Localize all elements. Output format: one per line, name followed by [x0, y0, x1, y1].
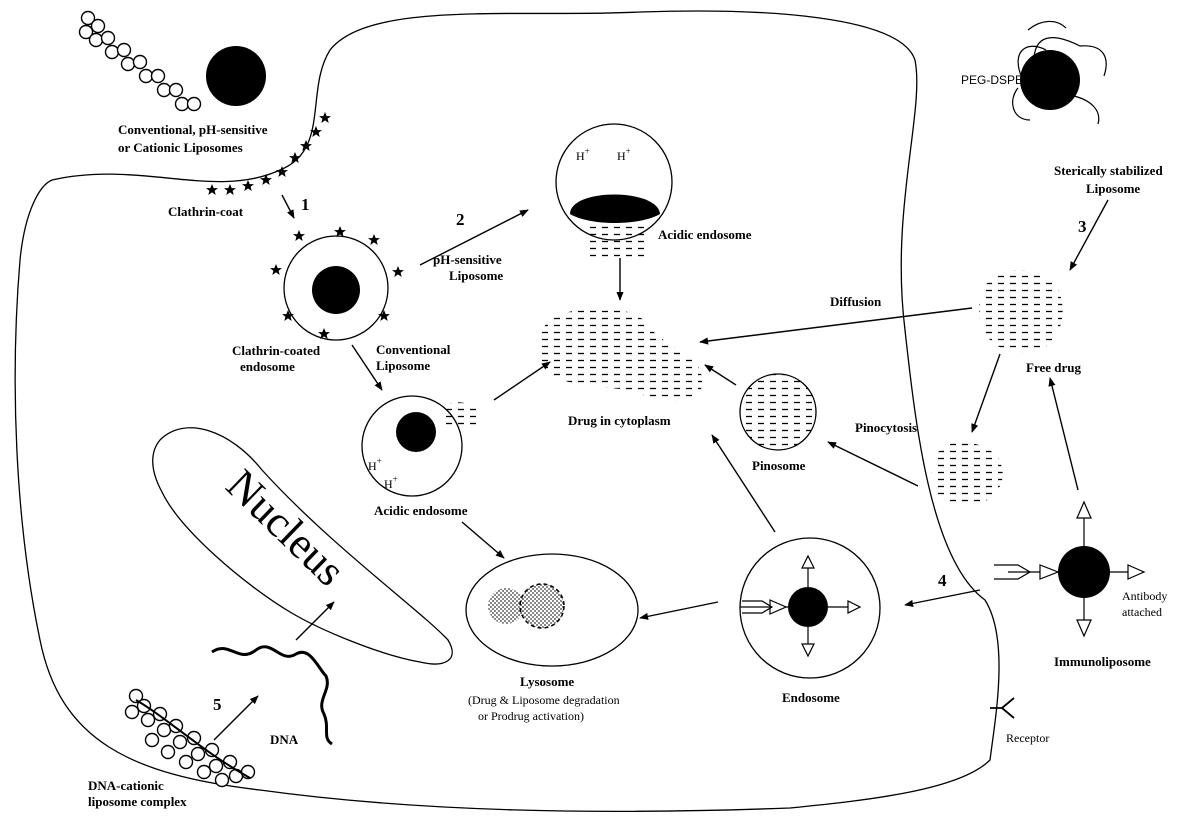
label-dna-complex-2: liposome complex	[88, 794, 187, 809]
label-conv-ph-cationic-2: or Cationic Liposomes	[118, 140, 243, 155]
nucleus	[152, 427, 453, 665]
label-conv-liposome-1: Conventional	[376, 342, 451, 357]
h-plus-4: H+	[384, 474, 398, 491]
label-peg-dspe: PEG-DSPE	[961, 73, 1023, 87]
step-4: 4	[938, 571, 947, 590]
label-conv-ph-cationic-1: Conventional, pH-sensitive	[118, 122, 268, 137]
label-drug-in-cytoplasm: Drug in cytoplasm	[568, 413, 671, 428]
label-clathrin-endosome-2: endosome	[240, 359, 295, 374]
label-free-drug: Free drug	[1026, 360, 1081, 375]
sterically-stabilized-liposome	[1020, 50, 1080, 110]
label-endosome: Endosome	[782, 690, 840, 705]
clathrin-coat-beads	[78, 10, 202, 112]
step-1: 1	[301, 195, 310, 214]
receptor-icon	[990, 697, 1015, 719]
label-immunoliposome: Immunoliposome	[1054, 654, 1151, 669]
immunoliposome	[1058, 546, 1110, 598]
label-ph-liposome-1: pH-sensitive	[433, 252, 502, 267]
label-clathrin-endosome-1: Clathrin-coated	[232, 343, 321, 358]
label-sterically-2: Liposome	[1086, 181, 1140, 196]
step-2: 2	[456, 210, 465, 229]
label-pinosome: Pinosome	[752, 458, 806, 473]
pinosome	[739, 373, 817, 451]
label-lysosome-note-2: or Prodrug activation)	[478, 709, 584, 723]
h-plus-1: H+	[576, 146, 590, 163]
h-plus-3: H+	[368, 456, 382, 473]
dna-strand	[211, 645, 333, 746]
label-ph-liposome-2: Liposome	[449, 268, 503, 283]
incoming-liposome	[206, 46, 266, 106]
label-clathrin-coat: Clathrin-coat	[168, 204, 244, 219]
label-receptor: Receptor	[1006, 731, 1049, 745]
label-sterically-1: Sterically stabilized	[1054, 163, 1163, 178]
drug-in-cytoplasm-cloud	[538, 307, 703, 402]
free-drug-cloud	[979, 269, 1063, 353]
h-plus-2: H+	[617, 146, 631, 163]
cell-membrane	[14, 10, 1000, 812]
label-conv-liposome-2: Liposome	[376, 358, 430, 373]
label-dna-complex-1: DNA-cationic	[88, 778, 164, 793]
step-5: 5	[213, 695, 222, 714]
step-3: 3	[1078, 217, 1087, 236]
label-pinocytosis: Pinocytosis	[855, 420, 917, 435]
label-lysosome-note-1: (Drug & Liposome degradation	[468, 693, 620, 707]
label-diffusion: Diffusion	[830, 294, 882, 309]
label-antibody-2: attached	[1122, 605, 1162, 619]
label-acidic-endosome-top: Acidic endosome	[658, 227, 752, 242]
pinocytosis-droplet	[931, 442, 1003, 507]
label-dna: DNA	[270, 732, 299, 747]
label-acidic-endosome-left: Acidic endosome	[374, 503, 468, 518]
label-antibody-1: Antibody	[1122, 589, 1167, 603]
label-lysosome: Lysosome	[520, 674, 574, 689]
